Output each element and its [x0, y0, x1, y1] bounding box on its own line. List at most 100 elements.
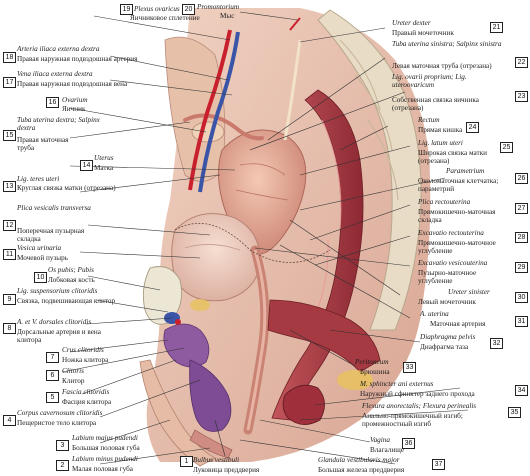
- sacrum: [317, 9, 422, 331]
- label-18-latin: Arteria iliaca externa dextra: [17, 45, 100, 53]
- label-14-russian: Матка: [94, 164, 114, 172]
- labium-majus: [139, 359, 216, 467]
- label-34-number: 34: [515, 385, 528, 396]
- label-15-latin: Tuba uterina dextra; Salpinx dextra: [17, 116, 100, 132]
- label-17-russian: Правая наружная подвздошная вена: [17, 80, 128, 88]
- label-36-russian: Влагалище: [370, 446, 404, 454]
- bulbus-vestibuli: [189, 359, 232, 432]
- label-31-number: 31: [515, 316, 528, 327]
- label-8-russian: Дорсальные артерия и вена клитора: [17, 328, 101, 344]
- label-13-latin: Lig. teres uteri: [17, 175, 60, 183]
- label-4-number: 4: [3, 415, 16, 426]
- label-14-latin: Uterus: [94, 154, 114, 162]
- labium-minus: [189, 429, 233, 459]
- label-30-latin: Ureter sinister: [448, 288, 490, 296]
- label-22-latin: Tuba uterina sinistra; Salpinx sinistra: [392, 40, 502, 48]
- label-32-russian: Диафрагма таза: [420, 343, 469, 351]
- label-35-latin: Flexura anorectalis; Flexura perinealis: [362, 402, 477, 410]
- label-35-russian: Анально-прямокишечный изгиб; промежностн…: [362, 412, 463, 428]
- label-7-latin: Crus clitoridis: [62, 346, 104, 354]
- label-32-latin: Diaphragma pelvis: [420, 333, 476, 341]
- label-9-latin: Lig. suspensorium clitoridis: [17, 287, 98, 295]
- label-18-number: 18: [3, 52, 16, 63]
- label-37-number: 37: [432, 459, 445, 470]
- label-34-russian: Наружный сфинктер заднего прохода: [360, 390, 475, 398]
- label-29-russian: Пузырно-маточное углубление: [418, 269, 477, 285]
- uterine-tube: [183, 113, 264, 141]
- label-24-russian: Прямая кишка: [418, 126, 463, 134]
- label-12-russian: Поперечная пузырная складка: [17, 227, 85, 243]
- label-20-russian: Мыс: [220, 12, 235, 20]
- label-12-latin: Plica vesicalis transversa: [17, 204, 91, 212]
- label-23-russian: Собственная связка яичника (отрезана): [392, 96, 479, 112]
- label-34-latin: M. sphincter ani externus: [360, 380, 434, 388]
- label-31-russian: Маточная артерия: [430, 320, 486, 328]
- label-26-number: 26: [515, 173, 528, 184]
- label-12-number: 12: [3, 220, 16, 231]
- label-3-russian: Большая половая губа: [72, 444, 140, 452]
- ovary: [191, 121, 225, 143]
- label-7-number: 7: [46, 352, 59, 363]
- label-17-latin: Vena iliaca externa dextra: [17, 70, 93, 78]
- label-37-latin: Glandula vestibularis major: [318, 456, 400, 464]
- label-18-russian: Правая наружная подвздошная артерия: [17, 55, 138, 63]
- label-36-number: 36: [402, 438, 415, 449]
- label-25-russian: Широкая связка матки (отрезана): [418, 149, 487, 165]
- label-11-russian: Мочевой пузырь: [17, 254, 68, 262]
- anal-sphincter: [282, 384, 325, 425]
- label-22-number: 22: [515, 57, 528, 68]
- label-31-latin: A. uterina: [420, 310, 449, 318]
- label-30-russian: Левый мочеточник: [418, 298, 476, 306]
- label-26-latin: Parametrium: [446, 167, 485, 175]
- label-15-number: 15: [3, 130, 16, 141]
- label-15-russian: Правая маточная труба: [17, 136, 69, 152]
- label-10-latin: Os pubis; Pubis: [48, 266, 94, 274]
- pelvic-diaphragm: [267, 299, 381, 373]
- label-5-number: 5: [46, 392, 59, 403]
- label-8-number: 8: [3, 323, 16, 334]
- label-16-russian: Яичник: [62, 105, 86, 113]
- label-5-latin: Fascia clitoridis: [62, 388, 110, 396]
- label-2-russian: Малая половая губа: [72, 465, 133, 473]
- label-11-latin: Vesica urinaria: [17, 244, 62, 252]
- label-5-russian: Фасция клитора: [62, 398, 112, 406]
- label-28-russian: Прямокишечно-маточное углубление: [418, 239, 496, 255]
- label-6-russian: Клитор: [62, 377, 85, 385]
- label-27-latin: Plica rectouterina: [418, 198, 471, 206]
- label-3-latin: Labium majus pudendi: [72, 434, 138, 442]
- label-16-latin: Ovarium: [62, 96, 88, 104]
- label-4-russian: Пещеристое тело клитора: [17, 419, 97, 427]
- label-3-number: 3: [56, 440, 69, 451]
- label-8-latin: A. et V. dorsales clitoridis: [17, 318, 92, 326]
- label-25-number: 25: [500, 142, 513, 153]
- label-27-number: 27: [515, 203, 528, 214]
- label-30-number: 30: [515, 292, 528, 303]
- label-2-number: 2: [56, 460, 69, 471]
- label-1-number: 1: [180, 456, 193, 467]
- ureter: [283, 39, 302, 141]
- external-iliac-artery: [188, 29, 232, 191]
- label-1-latin: Bulbus vestibuli: [193, 456, 240, 464]
- label-19-number: 19: [120, 4, 133, 15]
- label-21-latin: Ureter dexter: [392, 19, 431, 27]
- label-1-russian: Луковица преддверия: [193, 466, 260, 474]
- label-13-number: 13: [3, 181, 16, 192]
- label-37-russian: Большая железа преддверия: [318, 466, 405, 474]
- label-10-number: 10: [34, 272, 47, 283]
- label-21-number: 21: [490, 22, 503, 33]
- label-13-russian: Круглая связка матки (отрезана): [17, 184, 116, 192]
- label-14-number: 14: [80, 160, 93, 171]
- label-22-russian: Левая маточная труба (отрезана): [392, 62, 492, 70]
- label-9-number: 9: [3, 294, 16, 305]
- label-24-latin: Rectum: [418, 116, 440, 124]
- clitoris-body: [163, 323, 210, 368]
- label-25-latin: Lig. latum uteri: [418, 139, 463, 147]
- label-27-russian: Прямокишечно-маточная складка: [418, 208, 496, 224]
- label-23-latin: Lig. ovarii proprium; Lig. uteroovaricum: [392, 73, 467, 89]
- label-33-latin: Peritoneum: [355, 358, 389, 366]
- label-9-russian: Связка, подвешивающая клитор: [17, 297, 116, 305]
- label-7-russian: Ножка клитора: [62, 356, 109, 364]
- label-21-russian: Правый мочеточник: [392, 29, 454, 37]
- label-16-number: 16: [46, 97, 59, 108]
- label-6-number: 6: [46, 370, 59, 381]
